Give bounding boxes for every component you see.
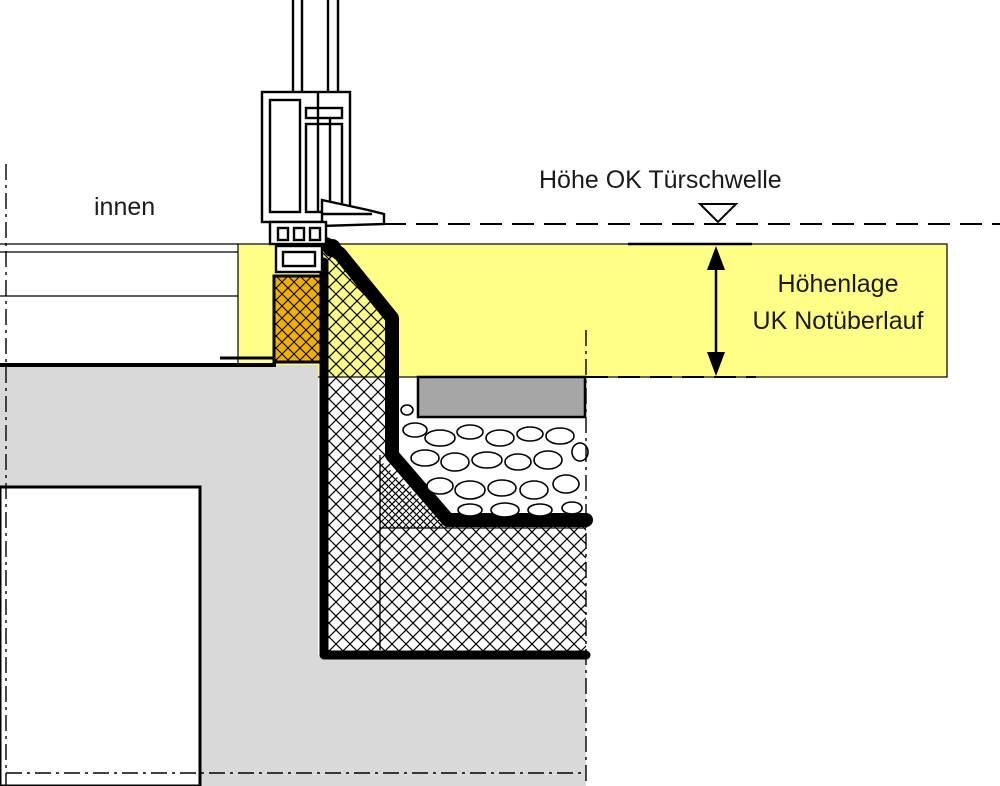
- axis-lines: [5, 164, 587, 786]
- door-frame-profile: [260, 0, 386, 274]
- wedge-insulation: [380, 460, 448, 528]
- threshold-insulation: [272, 274, 324, 364]
- label-threshold-height: Höhe OK Türschwelle: [539, 166, 782, 194]
- room-below: [0, 485, 202, 786]
- paver-slab: [416, 375, 587, 419]
- label-overflow-line1: Höhenlage: [778, 270, 899, 298]
- membrane-vertical: [319, 257, 591, 660]
- floor-build-up: [0, 243, 276, 367]
- level-marker-icon: [697, 203, 739, 224]
- dimension-arrow: [707, 246, 725, 376]
- label-inside: innen: [94, 193, 155, 221]
- gravel-bed: [400, 404, 589, 518]
- label-overflow-line2: UK Notüberlauf: [753, 307, 924, 335]
